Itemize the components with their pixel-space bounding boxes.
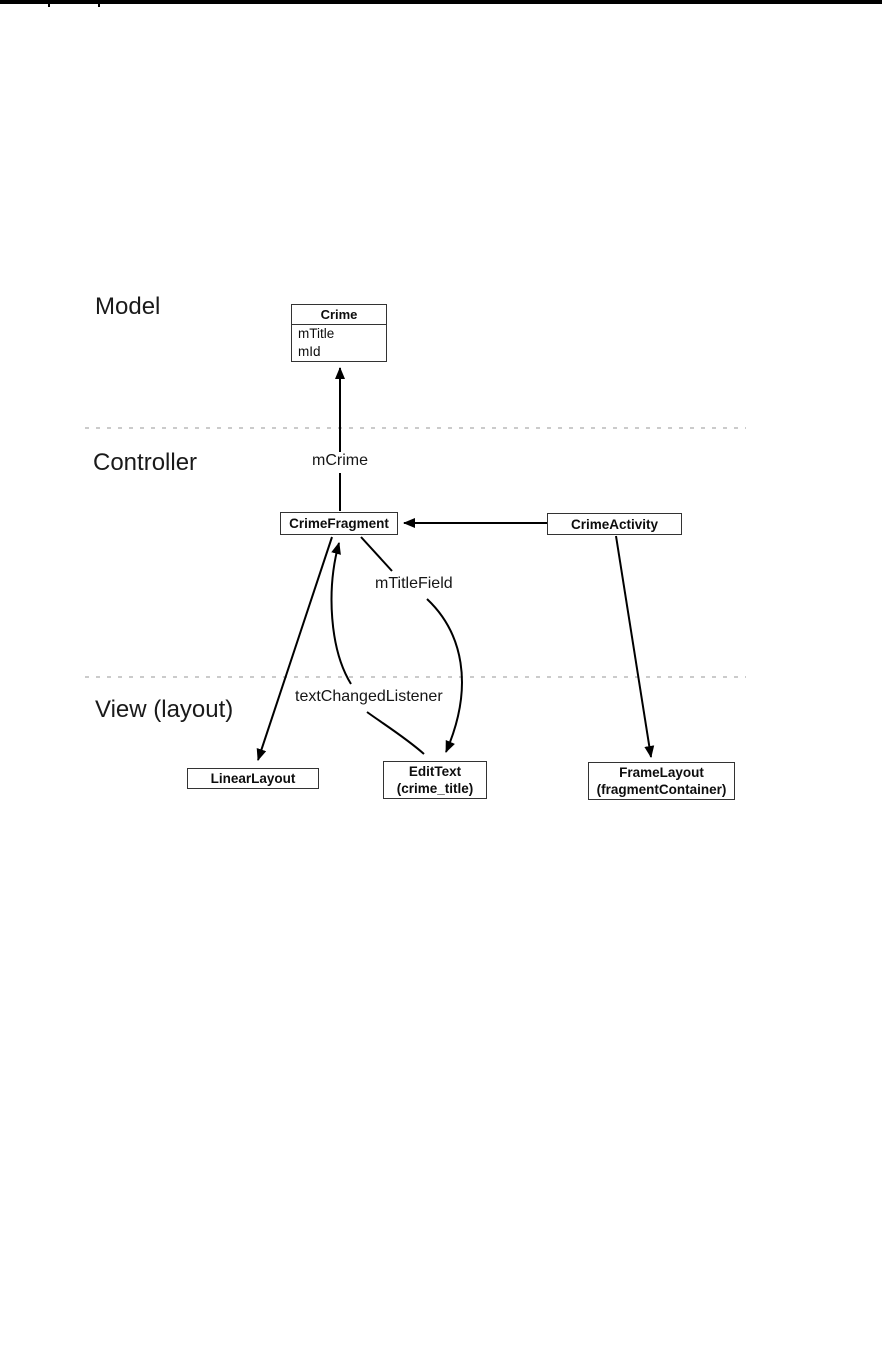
section-label-model: Model	[95, 293, 161, 320]
mtitlefield-line-upper	[360, 536, 393, 572]
class-name-crimeactivity: CrimeActivity	[570, 516, 659, 532]
section-label-controller: Controller	[93, 449, 198, 476]
class-field-mtitle: mTitle	[298, 326, 335, 341]
class-field-mid: mId	[298, 344, 321, 359]
page-top-rule	[0, 0, 882, 7]
textchangedlistener-arrow-up	[330, 542, 352, 685]
class-name-framelayout: FrameLayout	[619, 765, 704, 780]
mtitlefield-arrow-curve	[426, 598, 463, 753]
page-top-rule-tick	[48, 0, 50, 7]
fragment-to-linearlayout-arrow	[256, 536, 333, 761]
association-label-textchangedlistener: textChangedListener	[293, 688, 445, 706]
class-subtitle-framelayout: (fragmentContainer)	[596, 782, 727, 797]
textchangedlistener-leader-line	[366, 711, 425, 755]
activity-to-framelayout-arrow	[615, 535, 655, 758]
class-box-crime: Crime mTitle mId	[291, 304, 387, 362]
association-label-mtitlefield: mTitleField	[373, 575, 455, 593]
class-name-edittext: EditText	[408, 764, 462, 779]
association-label-mcrime: mCrime	[310, 452, 370, 470]
class-name-crimefragment: CrimeFragment	[289, 516, 389, 531]
class-name-crime: Crime	[292, 305, 386, 325]
class-box-crimeactivity: CrimeActivity	[547, 513, 682, 535]
class-box-crimefragment: CrimeFragment	[280, 512, 398, 535]
section-label-view: View (layout)	[95, 696, 234, 723]
class-name-linearlayout: LinearLayout	[210, 771, 296, 786]
class-box-linearlayout: LinearLayout	[187, 768, 319, 789]
page-top-rule-tick	[98, 0, 100, 7]
class-box-edittext: EditText (crime_title)	[383, 761, 487, 799]
class-box-framelayout: FrameLayout (fragmentContainer)	[588, 762, 735, 800]
class-subtitle-edittext: (crime_title)	[396, 781, 474, 796]
